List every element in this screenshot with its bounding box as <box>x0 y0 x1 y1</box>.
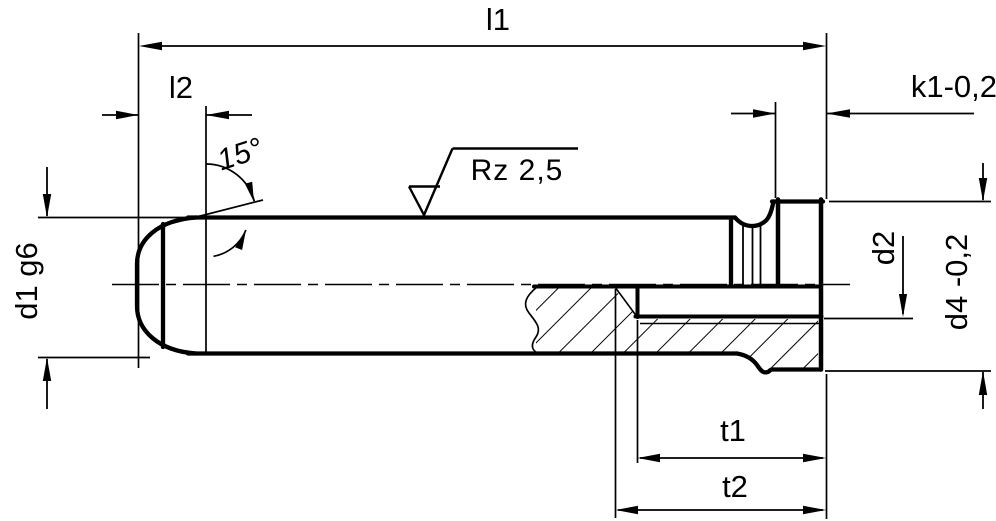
section-hatch <box>536 288 818 372</box>
surface-roughness-label: Rz 2,5 <box>470 154 564 187</box>
dim-label-head-width: k1-0,2 <box>910 69 996 104</box>
surface-roughness-icon <box>407 147 578 217</box>
break-line <box>524 286 540 354</box>
dim-label-head-diameter: d4 -0,2 <box>939 233 974 331</box>
extension-lines <box>38 33 991 519</box>
dim-label-end-length: l2 <box>168 70 194 105</box>
dim-label-overall-length: l1 <box>485 2 511 37</box>
pin-outline <box>134 197 826 375</box>
arrowheads <box>42 41 988 515</box>
dim-label-thread-diameter: d2 <box>866 230 901 266</box>
feature-lines <box>524 225 820 354</box>
dim-label-thread-depth: t1 <box>720 413 746 448</box>
dim-label-bore-depth: t2 <box>722 469 748 504</box>
dim-label-shank-diameter: d1 g6 <box>9 242 44 320</box>
